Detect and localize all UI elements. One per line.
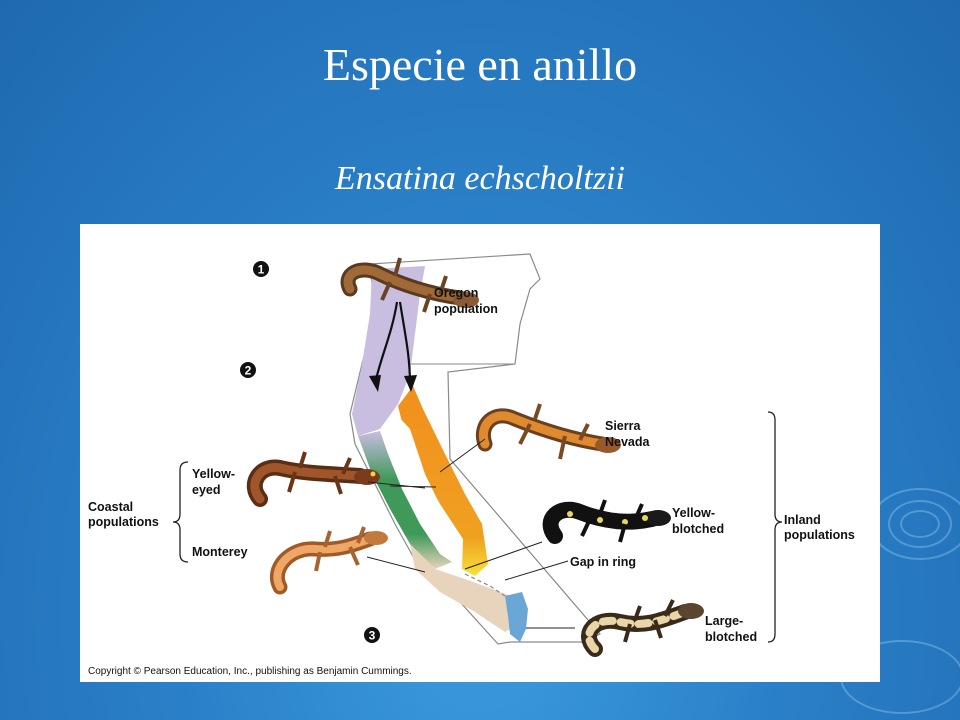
ring-species-map: 1 2 3 Oregon population Sierra Nevada Ye… bbox=[88, 253, 855, 677]
monterey-region bbox=[410, 544, 520, 632]
salamander-large-blotched bbox=[581, 599, 704, 657]
inland-populations-label: Inland bbox=[784, 513, 821, 527]
coastal-populations-label: Coastal bbox=[88, 500, 133, 514]
copyright-text: Copyright © Pearson Education, Inc., pub… bbox=[88, 666, 412, 677]
slide-subtitle: Ensatina echscholtzii bbox=[335, 160, 625, 197]
leader-line bbox=[367, 481, 437, 489]
step-3-number: 3 bbox=[369, 629, 376, 643]
leader-line bbox=[366, 556, 426, 573]
sierra-nevada-region bbox=[398, 386, 488, 576]
yellow-eyed-label-2: eyed bbox=[192, 483, 221, 497]
gap-in-ring-label: Gap in ring bbox=[570, 555, 636, 569]
yellow-blotched-label-2: blotched bbox=[672, 522, 724, 536]
salamander-yellow-eyed bbox=[246, 451, 380, 507]
background-ripple bbox=[870, 488, 960, 560]
ring-species-figure: 1 2 3 Oregon population Sierra Nevada Ye… bbox=[80, 224, 880, 682]
large-blotched-label: Large- bbox=[705, 614, 743, 628]
state-outline bbox=[349, 253, 601, 645]
sierra-nevada-label: Sierra bbox=[605, 419, 641, 433]
monterey-label: Monterey bbox=[192, 545, 248, 559]
sierra-nevada-label-2: Nevada bbox=[605, 435, 651, 449]
leader-line bbox=[504, 560, 569, 581]
step-2-number: 2 bbox=[245, 364, 252, 378]
gap-in-ring-dashed bbox=[464, 573, 506, 597]
salamander-yellow-blotched bbox=[542, 499, 671, 544]
slide-title: Especie en anillo bbox=[322, 39, 638, 90]
leader-line bbox=[464, 541, 543, 570]
arrow-head bbox=[369, 375, 381, 392]
large-blotched-label-2: blotched bbox=[705, 630, 757, 644]
oregon-population-label-2: population bbox=[434, 302, 498, 316]
coastal-bracket bbox=[172, 461, 189, 563]
inland-populations-label-2: populations bbox=[784, 528, 855, 542]
salamander-sierra-nevada bbox=[476, 403, 621, 460]
yellow-eyed-label: Yellow- bbox=[192, 467, 235, 481]
coastal-populations-region bbox=[358, 431, 452, 569]
salamander-oregon bbox=[340, 257, 479, 313]
leader-line bbox=[439, 438, 486, 473]
step-1-marker bbox=[253, 261, 269, 277]
step-3-marker bbox=[364, 627, 380, 643]
large-blotched-region bbox=[505, 592, 528, 642]
coastal-populations-label-2: populations bbox=[88, 515, 159, 529]
step-2-marker bbox=[240, 362, 256, 378]
oregon-population-region bbox=[352, 266, 425, 436]
inland-bracket bbox=[767, 411, 783, 643]
step-1-number: 1 bbox=[258, 263, 265, 277]
central-valley bbox=[390, 416, 455, 554]
arrow-head bbox=[404, 375, 417, 392]
salamander-monterey bbox=[270, 526, 388, 595]
oregon-population-label: Oregon bbox=[434, 286, 478, 300]
yellow-blotched-label: Yellow- bbox=[672, 506, 715, 520]
